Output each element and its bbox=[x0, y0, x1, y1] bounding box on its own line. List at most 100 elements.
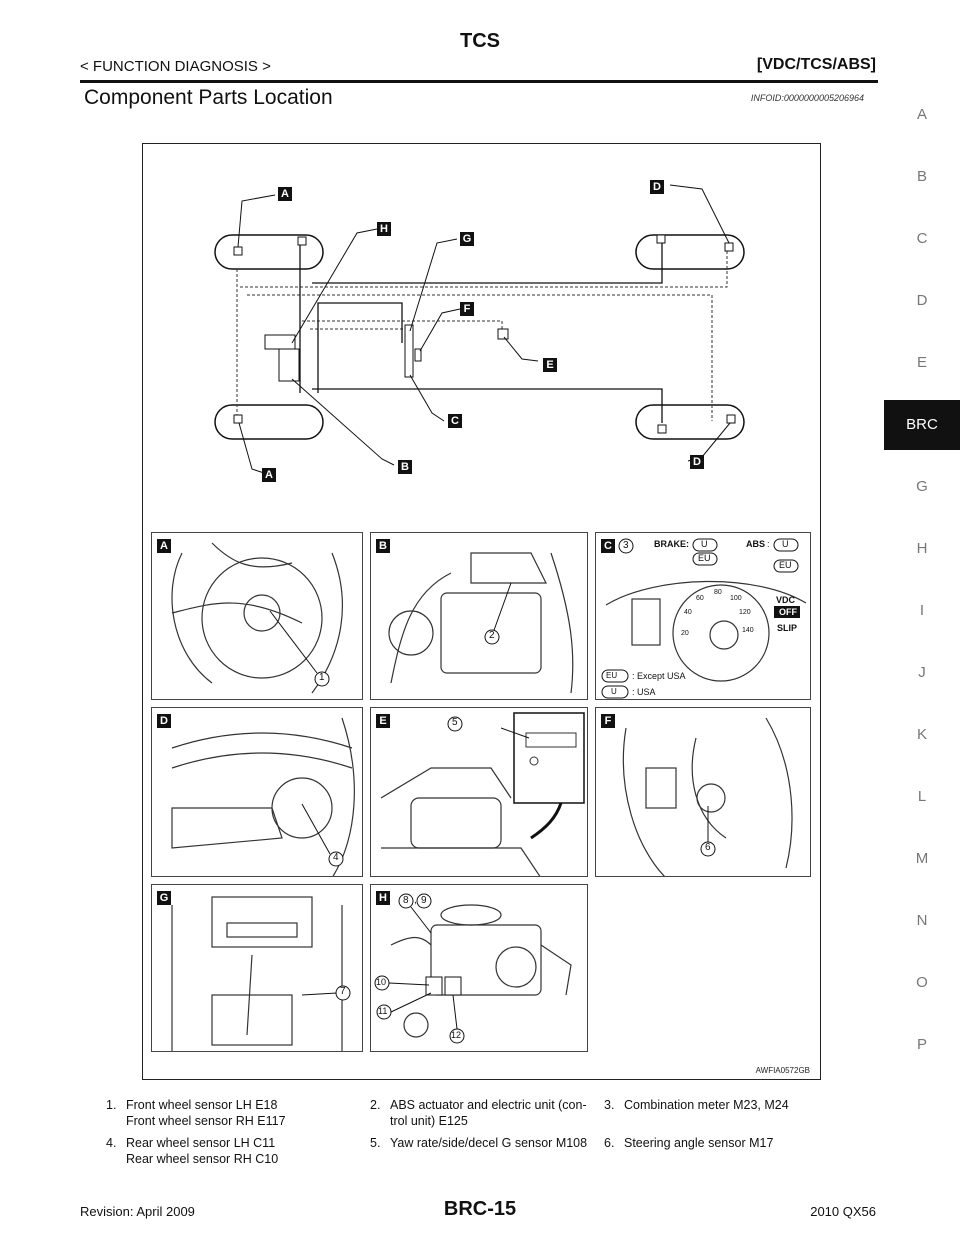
panel-tag-a: A bbox=[157, 539, 171, 553]
legend-item-3-line-1: Combination meter M23, M24 bbox=[624, 1098, 789, 1112]
callout-8: 8 bbox=[403, 895, 409, 906]
diagram-tag-h: H bbox=[377, 222, 391, 236]
panel-tag-c: C bbox=[601, 539, 615, 553]
gauge-tick-60: 60 bbox=[696, 595, 704, 602]
sidebar-item-p[interactable]: P bbox=[916, 1036, 927, 1053]
front-wheel-sensor-illustration bbox=[171, 542, 343, 694]
sidebar-item-i[interactable]: I bbox=[919, 602, 925, 619]
vehicle-layout-diagram bbox=[214, 184, 745, 474]
breadcrumb: < FUNCTION DIAGNOSIS > bbox=[80, 58, 271, 75]
sidebar-item-brc[interactable]: BRC bbox=[884, 400, 960, 450]
meter-vdc-label: VDC bbox=[776, 595, 796, 605]
callout-separator: , bbox=[414, 895, 417, 906]
sidebar-item-m[interactable]: M bbox=[915, 850, 929, 867]
gauge-tick-80: 80 bbox=[714, 589, 722, 596]
diagram-tag-g: G bbox=[460, 232, 474, 246]
diagram-tag-e: E bbox=[543, 358, 557, 372]
sidebar-item-o[interactable]: O bbox=[916, 974, 928, 991]
shifter-area-illustration bbox=[171, 896, 351, 1051]
legend-item-6-line-1: Steering angle sensor M17 bbox=[624, 1136, 774, 1150]
callout-2: 2 bbox=[489, 630, 495, 641]
diagram-tag-d-rear: D bbox=[690, 455, 704, 469]
legend-item-5-line-1: Yaw rate/side/decel G sensor M108 bbox=[390, 1136, 588, 1150]
model-year: 2010 QX56 bbox=[810, 1204, 876, 1219]
gauge-tick-140: 140 bbox=[742, 627, 754, 634]
panel-e-yaw-rate-sensor: E 5 bbox=[370, 707, 588, 877]
legend-item-2-line-1: ABS actuator and electric unit (con- bbox=[390, 1098, 587, 1112]
panel-tag-h: H bbox=[376, 891, 390, 905]
callout-1: 1 bbox=[319, 672, 325, 683]
callout-4: 4 bbox=[333, 852, 339, 863]
diagram-tag-f: F bbox=[460, 302, 474, 316]
diagram-tag-d-front: D bbox=[650, 180, 664, 194]
callout-12: 12 bbox=[451, 1030, 462, 1040]
callout-10: 10 bbox=[376, 977, 387, 987]
legend-item-4: 4.Rear wheel sensor LH C11 Rear wheel se… bbox=[106, 1136, 279, 1166]
sidebar-item-g[interactable]: G bbox=[916, 478, 928, 495]
legend-except-usa: : Except USA bbox=[632, 671, 686, 681]
figure-code: AWFIA0572GB bbox=[755, 1066, 810, 1075]
legend-item-2-line-2: trol unit) E125 bbox=[390, 1114, 468, 1128]
header-rule bbox=[80, 80, 878, 83]
panel-d-rear-wheel-sensor: D 4 bbox=[151, 707, 363, 877]
info-id: INFOID:0000000005206964 bbox=[750, 93, 864, 103]
gauge-tick-40: 40 bbox=[684, 609, 692, 616]
callout-6: 6 bbox=[705, 842, 711, 853]
legend-item-5: 5.Yaw rate/side/decel G sensor M108 bbox=[370, 1136, 588, 1150]
legend-item-1-line-1: Front wheel sensor LH E18 bbox=[126, 1098, 278, 1112]
sidebar-item-c[interactable]: C bbox=[916, 230, 928, 247]
panel-c-combination-meter: C 3 BRAKE: U EU ABS : U EU VDC OFF SLIP … bbox=[595, 532, 811, 700]
panel-tag-b: B bbox=[376, 539, 390, 553]
diagram-tag-c: C bbox=[448, 414, 462, 428]
revision-date: Revision: April 2009 bbox=[80, 1204, 195, 1219]
sidebar-item-d[interactable]: D bbox=[916, 292, 928, 309]
sidebar-item-h[interactable]: H bbox=[916, 540, 928, 557]
system-label: [VDC/TCS/ABS] bbox=[756, 56, 876, 73]
diagram-tag-b: B bbox=[398, 460, 412, 474]
legend-item-6: 6.Steering angle sensor M17 bbox=[604, 1136, 774, 1150]
panel-f-steering-angle-sensor: F 6 bbox=[595, 707, 811, 877]
meter-slip-label: SLIP bbox=[777, 623, 798, 633]
sidebar-item-a[interactable]: A bbox=[916, 106, 927, 123]
legend-item-2: 2.ABS actuator and electric unit (con- t… bbox=[370, 1098, 587, 1128]
diagram-tag-a-rear: A bbox=[262, 468, 276, 482]
panel-tag-d: D bbox=[157, 714, 171, 728]
sidebar-item-k[interactable]: K bbox=[916, 726, 927, 743]
yaw-rate-sensor-illustration bbox=[380, 712, 585, 876]
wheel-front-right bbox=[635, 234, 745, 270]
callout-11: 11 bbox=[378, 1006, 388, 1016]
sidebar-item-n[interactable]: N bbox=[916, 912, 928, 929]
callout-5: 5 bbox=[452, 717, 458, 728]
diagram-tag-a-front: A bbox=[278, 187, 292, 201]
gauge-tick-100: 100 bbox=[730, 595, 742, 602]
gauge-tick-20: 20 bbox=[681, 630, 689, 637]
legend-item-1: 1.Front wheel sensor LH E18 Front wheel … bbox=[106, 1098, 286, 1128]
panel-tag-e: E bbox=[376, 714, 390, 728]
panel-b-abs-actuator: B 2 bbox=[370, 532, 588, 700]
callout-3: 3 bbox=[623, 540, 629, 551]
meter-brake-u: U bbox=[701, 539, 708, 549]
meter-brake-eu: EU bbox=[698, 553, 711, 563]
meter-off-label: OFF bbox=[779, 607, 797, 617]
legend-usa: : USA bbox=[632, 687, 656, 697]
sidebar-item-l[interactable]: L bbox=[917, 788, 927, 805]
actuator-harness-illustration bbox=[374, 893, 572, 1044]
page-number: BRC-15 bbox=[443, 1198, 517, 1220]
sidebar-item-e[interactable]: E bbox=[916, 354, 927, 371]
sidebar-item-b[interactable]: B bbox=[916, 168, 927, 185]
meter-brake-label: BRAKE: bbox=[654, 539, 689, 549]
legend-item-4-line-1: Rear wheel sensor LH C11 bbox=[126, 1136, 276, 1150]
steering-angle-sensor-illustration bbox=[622, 717, 793, 876]
panel-tag-f: F bbox=[601, 714, 615, 728]
sidebar-item-j[interactable]: J bbox=[918, 664, 926, 681]
panel-a-front-wheel-sensor: A 1 bbox=[151, 532, 363, 700]
legend-item-1-line-2: Front wheel sensor RH E117 bbox=[126, 1114, 286, 1128]
legend-item-3: 3.Combination meter M23, M24 bbox=[604, 1098, 789, 1112]
panel-h-actuator-harness: H 8 , 9 10 11 12 bbox=[370, 884, 588, 1052]
legend-u-badge: U bbox=[611, 687, 617, 696]
panel-g-shifter-area: G 7 bbox=[151, 884, 363, 1052]
callout-7: 7 bbox=[340, 986, 346, 997]
meter-abs-colon: : bbox=[767, 539, 770, 549]
wheel-rear-left bbox=[214, 404, 324, 440]
callout-9: 9 bbox=[421, 895, 427, 906]
